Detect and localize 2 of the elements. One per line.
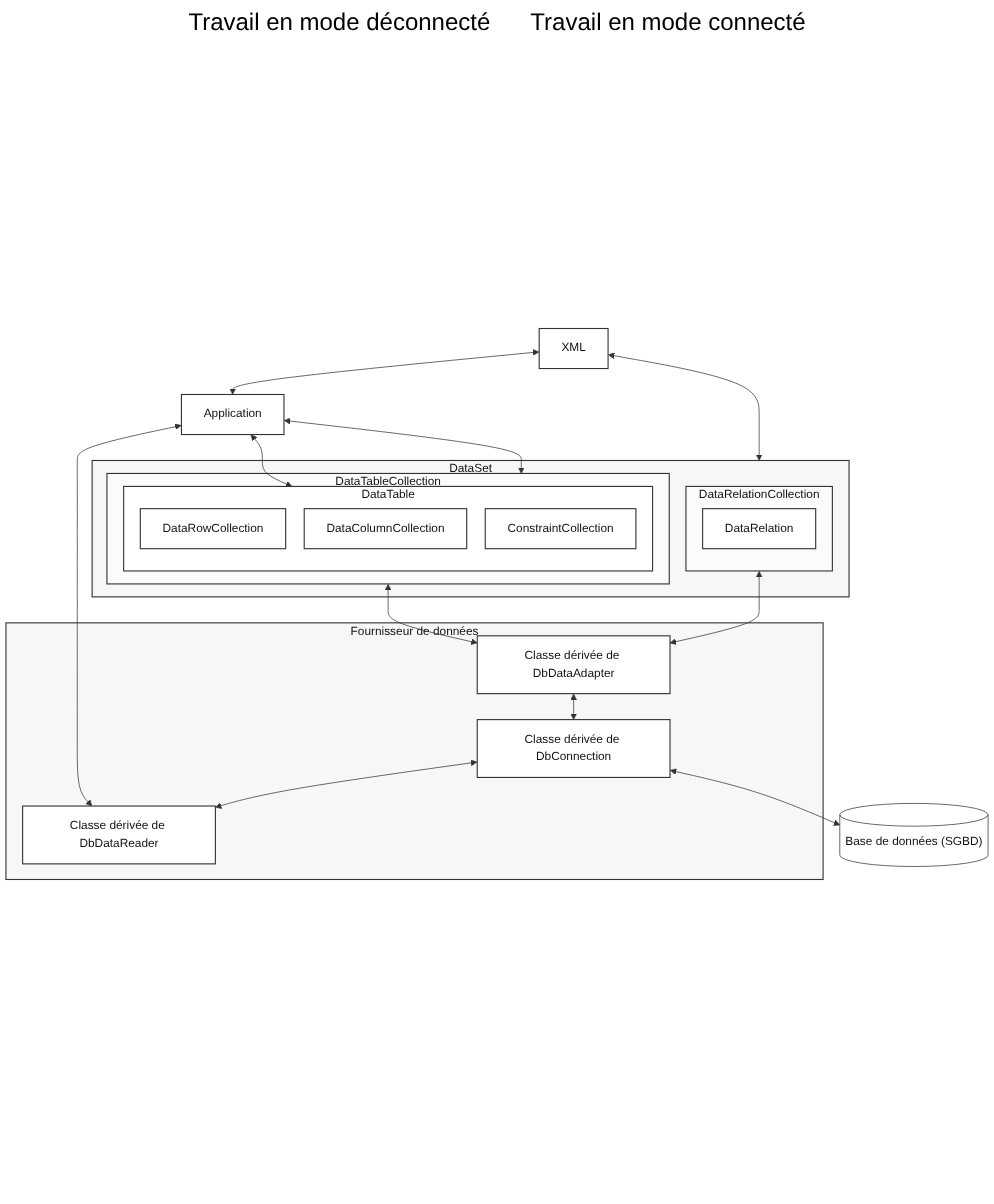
note-text: Travail en mode connecté [530,8,806,36]
note-text: Travail en mode déconnecté [188,8,491,36]
